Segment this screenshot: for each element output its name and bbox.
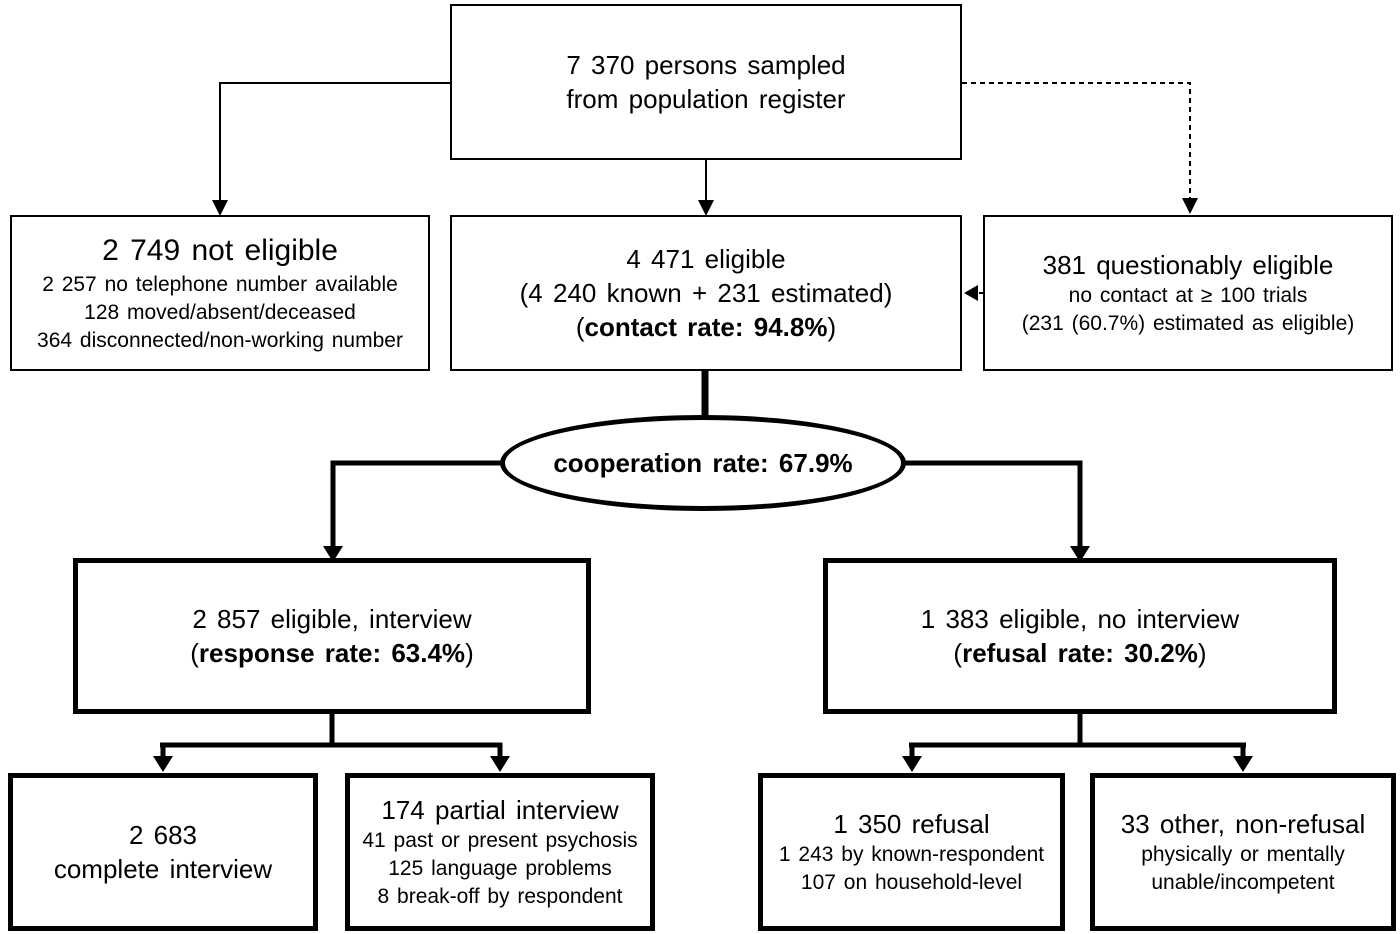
arrow-questionably-to-eligible — [964, 285, 984, 301]
paren-close: ) — [465, 638, 474, 668]
arrow-sampled-to-eligible — [698, 160, 714, 216]
node-complete-interview: 2 683 complete interview — [8, 773, 318, 931]
node-persons-sampled-line1: 7 370 persons sampled — [566, 50, 846, 80]
cooperation-rate-label: cooperation rate: 67.9% — [553, 448, 853, 478]
node-questionably-detail: no contact at ≥ 100 trials — [1068, 284, 1308, 307]
node-refusal-detail: 1 243 by known-respondent — [778, 843, 1045, 866]
node-partial-detail: 125 language problems — [388, 857, 612, 880]
paren-open: ( — [190, 638, 199, 668]
node-questionably-eligible: 381 questionably eligible no contact at … — [983, 215, 1393, 371]
node-questionably-detail: (231 (60.7%) estimated as eligible) — [1021, 312, 1355, 335]
node-questionably-title: 381 questionably eligible — [1042, 250, 1334, 280]
arrow-interview-to-complete-and-partial — [153, 712, 510, 772]
node-no-interview-line1: 1 383 eligible, no interview — [920, 604, 1240, 634]
node-partial-detail: 41 past or present psychosis — [362, 829, 638, 852]
node-other-non-refusal: 33 other, non-refusal physically or ment… — [1090, 773, 1396, 931]
node-persons-sampled: 7 370 persons sampled from population re… — [450, 4, 962, 160]
response-rate-value: response rate: 63.4% — [198, 638, 466, 668]
paren-open: ( — [953, 638, 963, 668]
node-partial-interview: 174 partial interview 41 past or present… — [345, 773, 655, 931]
arrow-cooperation-to-interview — [323, 460, 506, 562]
node-complete-line1: 2 683 — [128, 820, 198, 850]
node-refusal-title: 1 350 refusal — [833, 809, 990, 839]
node-eligible-line1: 4 471 eligible — [626, 244, 786, 274]
refusal-rate-value: refusal rate: 30.2% — [962, 638, 1198, 668]
arrow-no-interview-to-refusal-and-other — [902, 712, 1253, 772]
node-not-eligible-detail: 364 disconnected/non-working number — [37, 329, 403, 352]
node-complete-line2: complete interview — [53, 854, 273, 884]
node-not-eligible-detail: 128 moved/absent/deceased — [84, 301, 356, 324]
arrow-sampled-to-questionably — [962, 82, 1198, 214]
node-eligible: 4 471 eligible (4 240 known + 231 estima… — [450, 215, 962, 371]
node-refusal: 1 350 refusal 1 243 by known-respondent … — [758, 773, 1065, 931]
paren-open: ( — [575, 312, 585, 342]
arrow-sampled-to-not-eligible — [212, 82, 450, 216]
node-partial-title: 174 partial interview — [381, 795, 619, 825]
node-eligible-line2: (4 240 known + 231 estimated) — [519, 278, 893, 308]
node-interview-line1: 2 857 eligible, interview — [192, 604, 472, 634]
paren-close: ) — [1197, 638, 1207, 668]
node-cooperation-rate: cooperation rate: 67.9% — [500, 415, 906, 511]
contact-rate-value: contact rate: 94.8% — [584, 312, 828, 342]
node-refusal-detail: 107 on household-level — [800, 871, 1023, 894]
node-eligible-no-interview: 1 383 eligible, no interview (refusal ra… — [823, 558, 1337, 714]
node-partial-detail: 8 break-off by respondent — [377, 885, 623, 908]
node-eligible-contact-rate: (contact rate: 94.8%) — [576, 310, 836, 344]
paren-close: ) — [827, 312, 837, 342]
node-interview-response-rate: (response rate: 63.4%) — [190, 636, 473, 670]
node-not-eligible-detail: 2 257 no telephone number available — [42, 273, 398, 296]
node-other-detail: physically or mentally — [1141, 843, 1345, 866]
node-not-eligible-title: 2 749 not eligible — [102, 234, 338, 267]
node-not-eligible: 2 749 not eligible 2 257 no telephone nu… — [10, 215, 430, 371]
node-persons-sampled-line2: from population register — [566, 84, 846, 114]
node-no-interview-refusal-rate: (refusal rate: 30.2%) — [953, 636, 1206, 670]
node-eligible-interview: 2 857 eligible, interview (response rate… — [73, 558, 591, 714]
node-other-title: 33 other, non-refusal — [1120, 809, 1366, 839]
arrow-cooperation-to-no-interview — [900, 460, 1090, 562]
node-other-detail: unable/incompetent — [1151, 871, 1335, 894]
